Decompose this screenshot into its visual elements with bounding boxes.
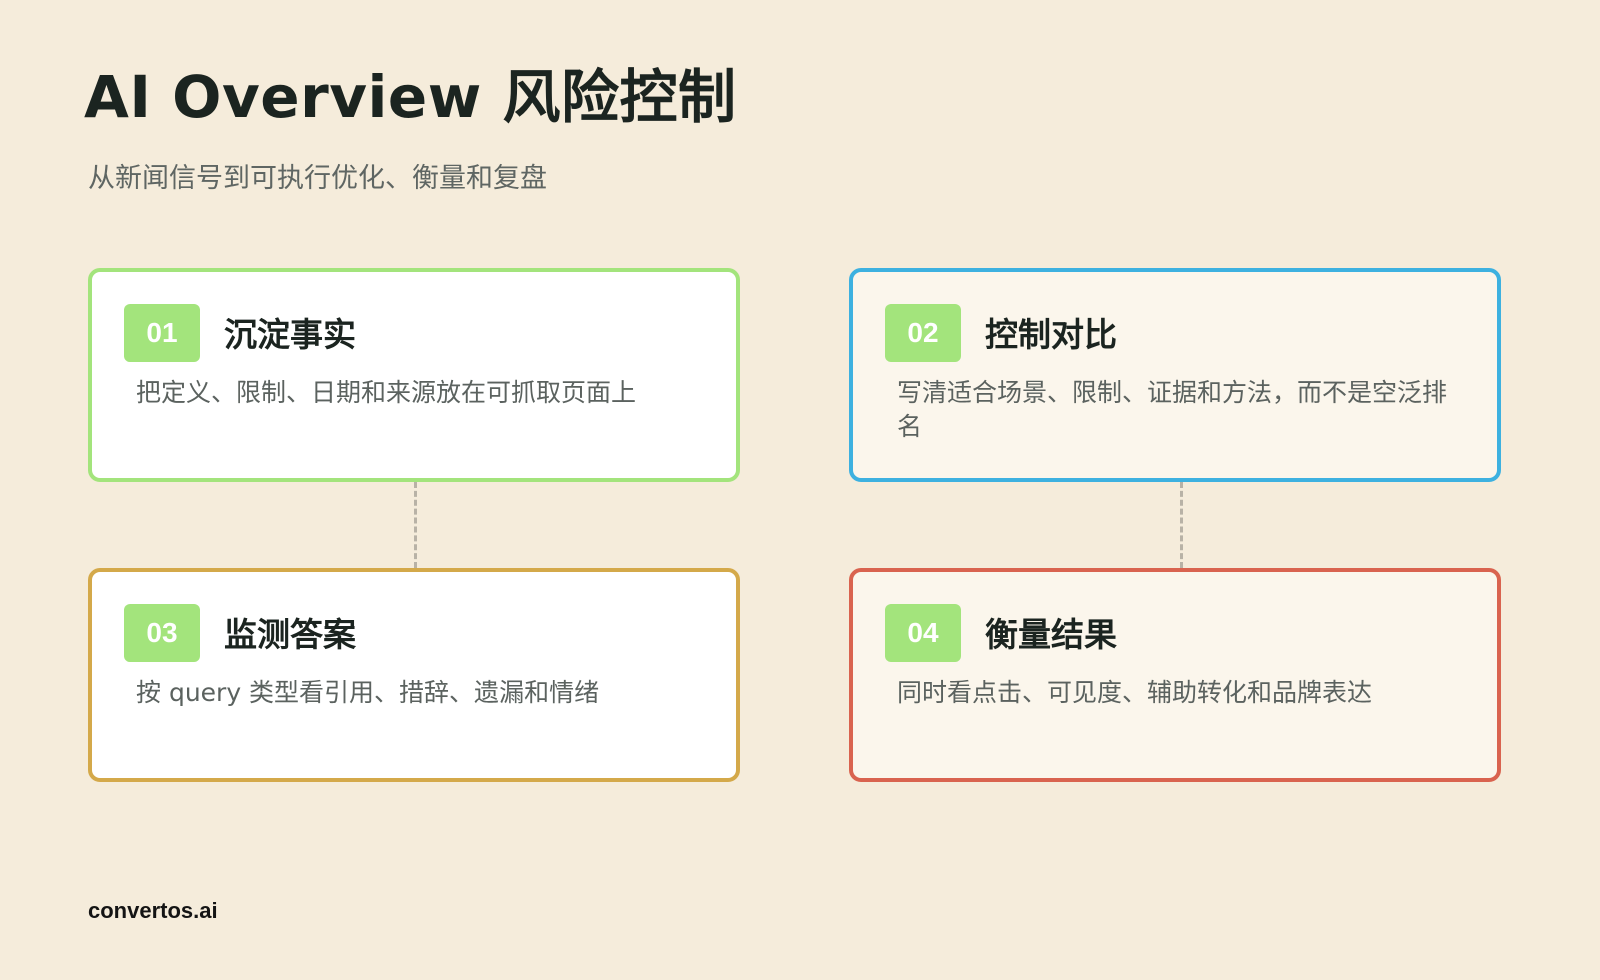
- step-number-badge: 01: [124, 304, 200, 362]
- step-number-badge: 03: [124, 604, 200, 662]
- brand-logo-text[interactable]: convertos.ai: [88, 898, 218, 923]
- step-description: 按 query 类型看引用、措辞、遗漏和情绪: [136, 678, 600, 707]
- step-title: 衡量结果: [985, 615, 1117, 654]
- step-card-1: 01 沉淀事实 把定义、限制、日期和来源放在可抓取页面上: [88, 268, 740, 482]
- step-card-4: 04 衡量结果 同时看点击、可见度、辅助转化和品牌表达: [849, 568, 1501, 782]
- connector-dashed-left: [414, 482, 417, 568]
- step-title: 控制对比: [985, 315, 1117, 354]
- step-title: 监测答案: [224, 615, 356, 654]
- page-subtitle: 从新闻信号到可执行优化、衡量和复盘: [88, 163, 547, 194]
- step-number-badge: 02: [885, 304, 961, 362]
- step-title: 沉淀事实: [224, 315, 356, 354]
- connector-dashed-right: [1180, 482, 1183, 568]
- step-description: 把定义、限制、日期和来源放在可抓取页面上: [136, 378, 637, 407]
- page-title: AI Overview 风险控制: [84, 63, 737, 131]
- step-description: 同时看点击、可见度、辅助转化和品牌表达: [897, 678, 1373, 707]
- step-card-3: 03 监测答案 按 query 类型看引用、措辞、遗漏和情绪: [88, 568, 740, 782]
- step-card-2: 02 控制对比 写清适合场景、限制、证据和方法，而不是空泛排名: [849, 268, 1501, 482]
- step-description: 写清适合场景、限制、证据和方法，而不是空泛排名: [897, 378, 1448, 441]
- step-number-badge: 04: [885, 604, 961, 662]
